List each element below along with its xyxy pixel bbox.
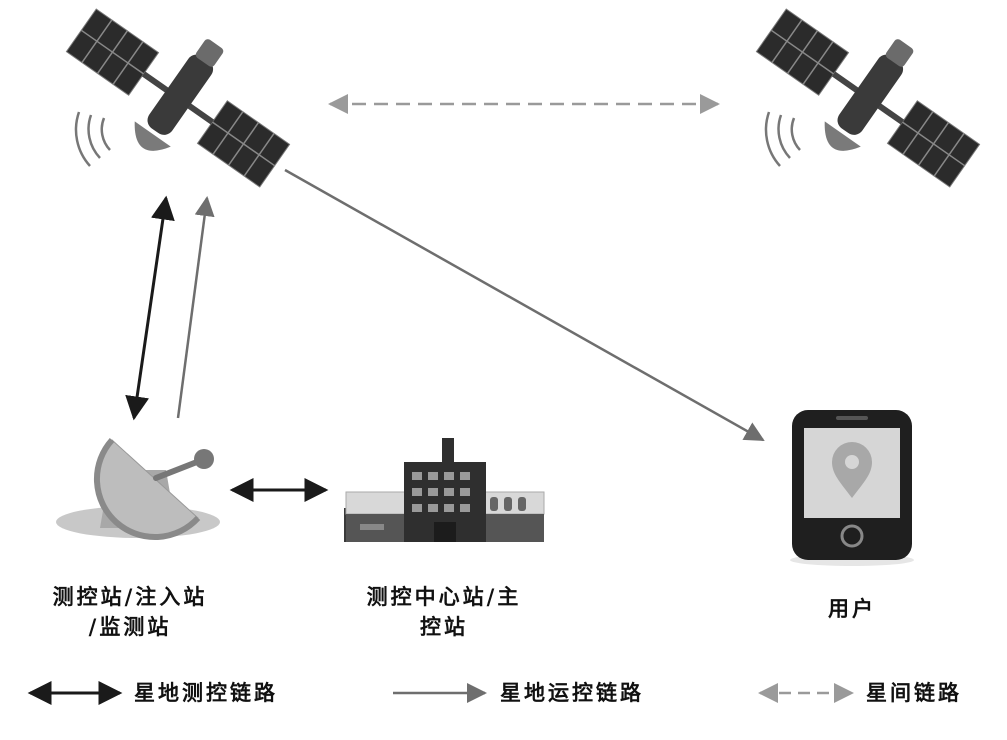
ops-link-uplink-arrow xyxy=(176,196,215,419)
control-center-label-line1: 测控中心站/主 xyxy=(366,584,522,609)
legend-ttc-label: 星地测控链路 xyxy=(134,680,278,705)
solar-panel-right xyxy=(886,100,981,188)
location-pin-icon xyxy=(832,442,872,498)
solar-panel-left xyxy=(65,8,160,96)
legend-isl-label: 星间链路 xyxy=(866,680,962,705)
control-center-label-line2: 控站 xyxy=(420,614,468,639)
legend-ops-label: 星地运控链路 xyxy=(500,680,644,705)
satellite-right-icon xyxy=(755,8,981,188)
satellite-dish-icon xyxy=(56,437,220,541)
ground-station-label-line1: 测控站/注入站 xyxy=(52,584,208,609)
ops-link-downlink-arrow xyxy=(284,168,765,442)
signal-waves-right-icon xyxy=(764,111,801,167)
ttc-link-arrow xyxy=(125,195,175,421)
control-center-label: 测控中心站/主 控站 xyxy=(344,582,544,642)
user-label-text: 用户 xyxy=(828,596,876,621)
satellite-left-icon xyxy=(65,8,291,188)
user-label: 用户 xyxy=(792,594,912,624)
smartphone-icon xyxy=(790,410,914,566)
control-center-building-icon xyxy=(344,438,545,542)
ground-station-label-line2: /监测站 xyxy=(88,614,172,639)
signal-waves-left-icon xyxy=(74,111,111,167)
solar-panel-left xyxy=(755,8,850,96)
solar-panel-right xyxy=(196,100,291,188)
ground-station-label: 测控站/注入站 /监测站 xyxy=(30,582,230,642)
